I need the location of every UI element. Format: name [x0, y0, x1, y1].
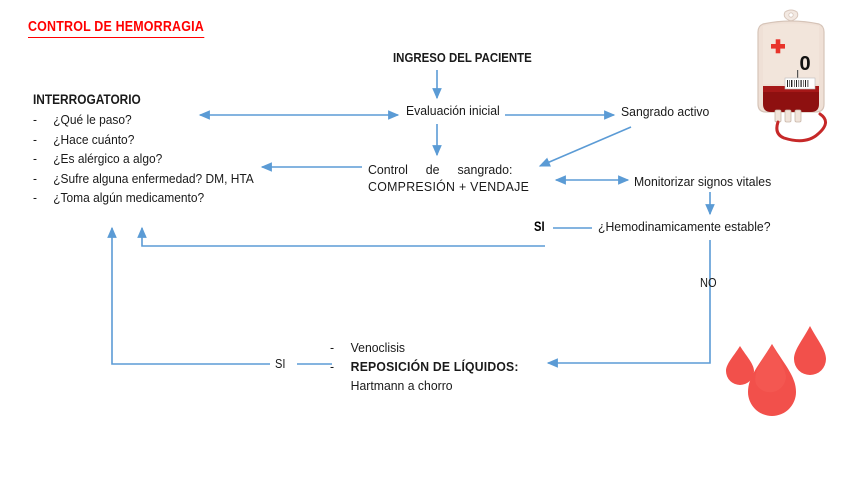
list-item: - ¿Toma algún medicamento?: [33, 188, 254, 208]
connector-si-loop-to-interrogatorio: [137, 226, 545, 247]
list-bullet: -: [33, 112, 37, 127]
control-line-compresion-vendaje: COMPRESIÓN + VENDAJE: [368, 179, 530, 194]
node-monitorizar-signos-vitales: Monitorizar signos vitales: [634, 174, 772, 189]
control-word-sangrado: sangrado:: [457, 162, 513, 177]
node-sangrado-activo: Sangrado activo: [621, 104, 710, 119]
list-item: -¿Sufre alguna enfermedad? DM, HTA: [33, 169, 254, 189]
list-bullet: -: [33, 151, 37, 166]
blood-drops-image: [726, 326, 826, 416]
connector-sangrado-to-control-diagonal: [538, 126, 632, 167]
reposicion-line-venoclisis: -Venoclisis: [330, 338, 519, 357]
list-item-label: ¿Qué le paso?: [53, 112, 132, 127]
blood-bag-image: 0: [757, 9, 827, 143]
list-bullet: -: [33, 190, 37, 205]
decision-label-si-top: SI: [534, 218, 545, 234]
reposicion-line-title: -REPOSICIÓN DE LÍQUIDOS:: [330, 357, 519, 376]
control-line-justified: Control de sangrado:: [368, 161, 512, 178]
heading-interrogatorio: INTERROGATORIO: [33, 92, 141, 107]
list-bullet: -: [330, 359, 335, 374]
list-item-label: ¿Toma algún medicamento?: [53, 190, 205, 205]
reposicion-line-hartmann: Hartmann a chorro: [330, 376, 519, 395]
node-hemodinamicamente-estable: ¿Hemodinamicamente estable?: [598, 219, 771, 234]
page-title: CONTROL DE HEMORRAGIA: [28, 19, 204, 38]
control-word-control: Control: [368, 162, 408, 177]
reposicion-title-label: REPOSICIÓN DE LÍQUIDOS:: [350, 359, 519, 374]
control-word-de: de: [425, 162, 440, 177]
connector-no-branch-to-reposicion: [546, 240, 711, 368]
node-evaluacion-inicial: Evaluación inicial: [406, 103, 500, 118]
list-item: -¿Hace cuánto?: [33, 130, 254, 150]
list-bullet: -: [33, 131, 37, 147]
list-item: - ¿Es alérgico a algo?: [33, 149, 254, 169]
node-control-de-sangrado: Control de sangrado: COMPRESIÓN + VENDAJ…: [368, 161, 530, 195]
list-bullet: -: [33, 170, 37, 186]
list-bullet: -: [330, 340, 335, 355]
node-reposicion-de-liquidos: -Venoclisis -REPOSICIÓN DE LÍQUIDOS: Har…: [330, 338, 519, 395]
reposicion-hartmann-label: Hartmann a chorro: [350, 378, 453, 393]
interrogatorio-list: -¿Qué le paso? -¿Hace cuánto? -¿Es alérg…: [33, 110, 254, 208]
reposicion-venoclisis-label: Venoclisis: [350, 340, 406, 355]
list-item-label: ¿Hace cuánto?: [53, 131, 135, 147]
decision-label-si-bottom: SI: [275, 356, 286, 371]
node-ingreso-del-paciente: INGRESO DEL PACIENTE: [393, 50, 532, 65]
list-item: - ¿Qué le paso?: [33, 110, 254, 130]
list-item-label: ¿Es alérgico a algo?: [53, 151, 163, 166]
svg-text:0: 0: [799, 53, 810, 75]
decision-label-no: NO: [700, 275, 717, 290]
connector-reposicion-loop-to-interrogatorio: [107, 226, 270, 365]
list-item-label: ¿Sufre alguna enfermedad? DM, HTA: [53, 170, 254, 186]
